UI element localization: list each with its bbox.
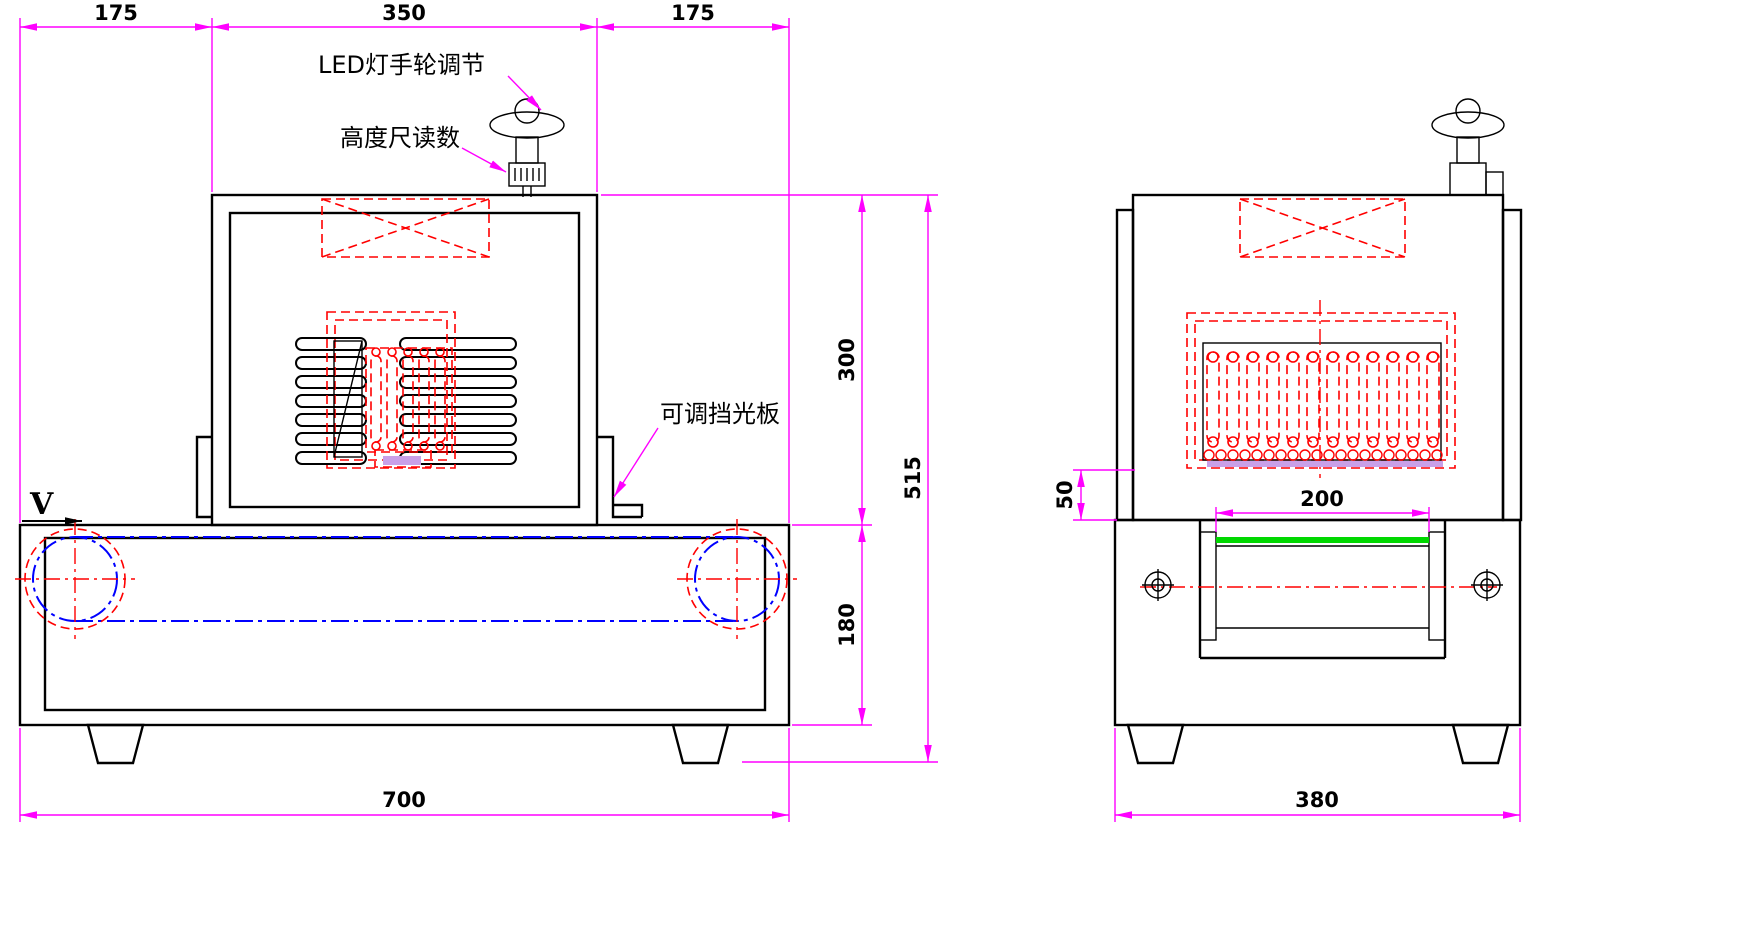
sv-vent-box [1239,198,1406,258]
fv-dimensions: 175 350 175 300 515 180 700 [19,1,938,822]
front-view: 175 350 175 300 515 180 700 LED灯手轮调节 高度尺… [15,1,938,822]
sv-handwheel [1431,98,1505,196]
dim-front-base-height: 180 [835,603,859,647]
fv-handwheel [489,98,565,164]
fv-led-module [326,311,456,469]
dim-front-top-right: 175 [671,1,715,25]
sv-foot-left [1126,723,1185,765]
fv-light-shields [195,435,644,519]
dim-front-top-center: 350 [382,1,426,25]
dim-side-belt-width: 200 [1300,487,1344,511]
side-view: 200 50 380 [1053,98,1523,822]
fv-annotations: LED灯手轮调节 高度尺读数 可调挡光板 V [22,51,780,525]
dim-front-total-width: 700 [382,788,426,812]
sv-led-lamps [1206,351,1440,448]
label-height-gauge: 高度尺读数 [340,124,460,152]
sv-dimensions: 200 50 380 [1053,469,1521,822]
label-belt-direction: V [29,487,54,522]
sv-lamp-window [1207,461,1443,467]
sv-led-array [1186,300,1456,478]
fv-foot-left [86,723,145,765]
fv-lamp-window [383,456,421,465]
sv-bolts [1142,569,1503,601]
fv-rollers [15,519,797,639]
dim-side-total-width: 380 [1295,788,1339,812]
sv-roller [1140,531,1497,641]
dim-front-top-left: 175 [94,1,138,25]
sv-conveyor-base [1113,518,1522,765]
leader-height-gauge [461,147,507,173]
dim-front-total-height: 515 [901,456,925,500]
sv-lamp-coil-row [1203,449,1443,461]
fv-conveyor-base [18,523,791,765]
fv-vent-box [321,198,490,258]
leader-light-shield [613,427,659,498]
fv-foot-right [671,723,730,765]
sv-foot-right [1451,723,1510,765]
fv-heatsink-fins [295,337,517,465]
label-led-handwheel: LED灯手轮调节 [318,51,485,79]
fv-belt-path [32,536,780,622]
dim-front-upper-height: 300 [835,338,859,382]
label-light-shield: 可调挡光板 [660,400,780,428]
fv-height-gauge [508,162,546,197]
dim-side-lamp-gap: 50 [1053,480,1077,509]
leader-led-handwheel [507,75,542,111]
